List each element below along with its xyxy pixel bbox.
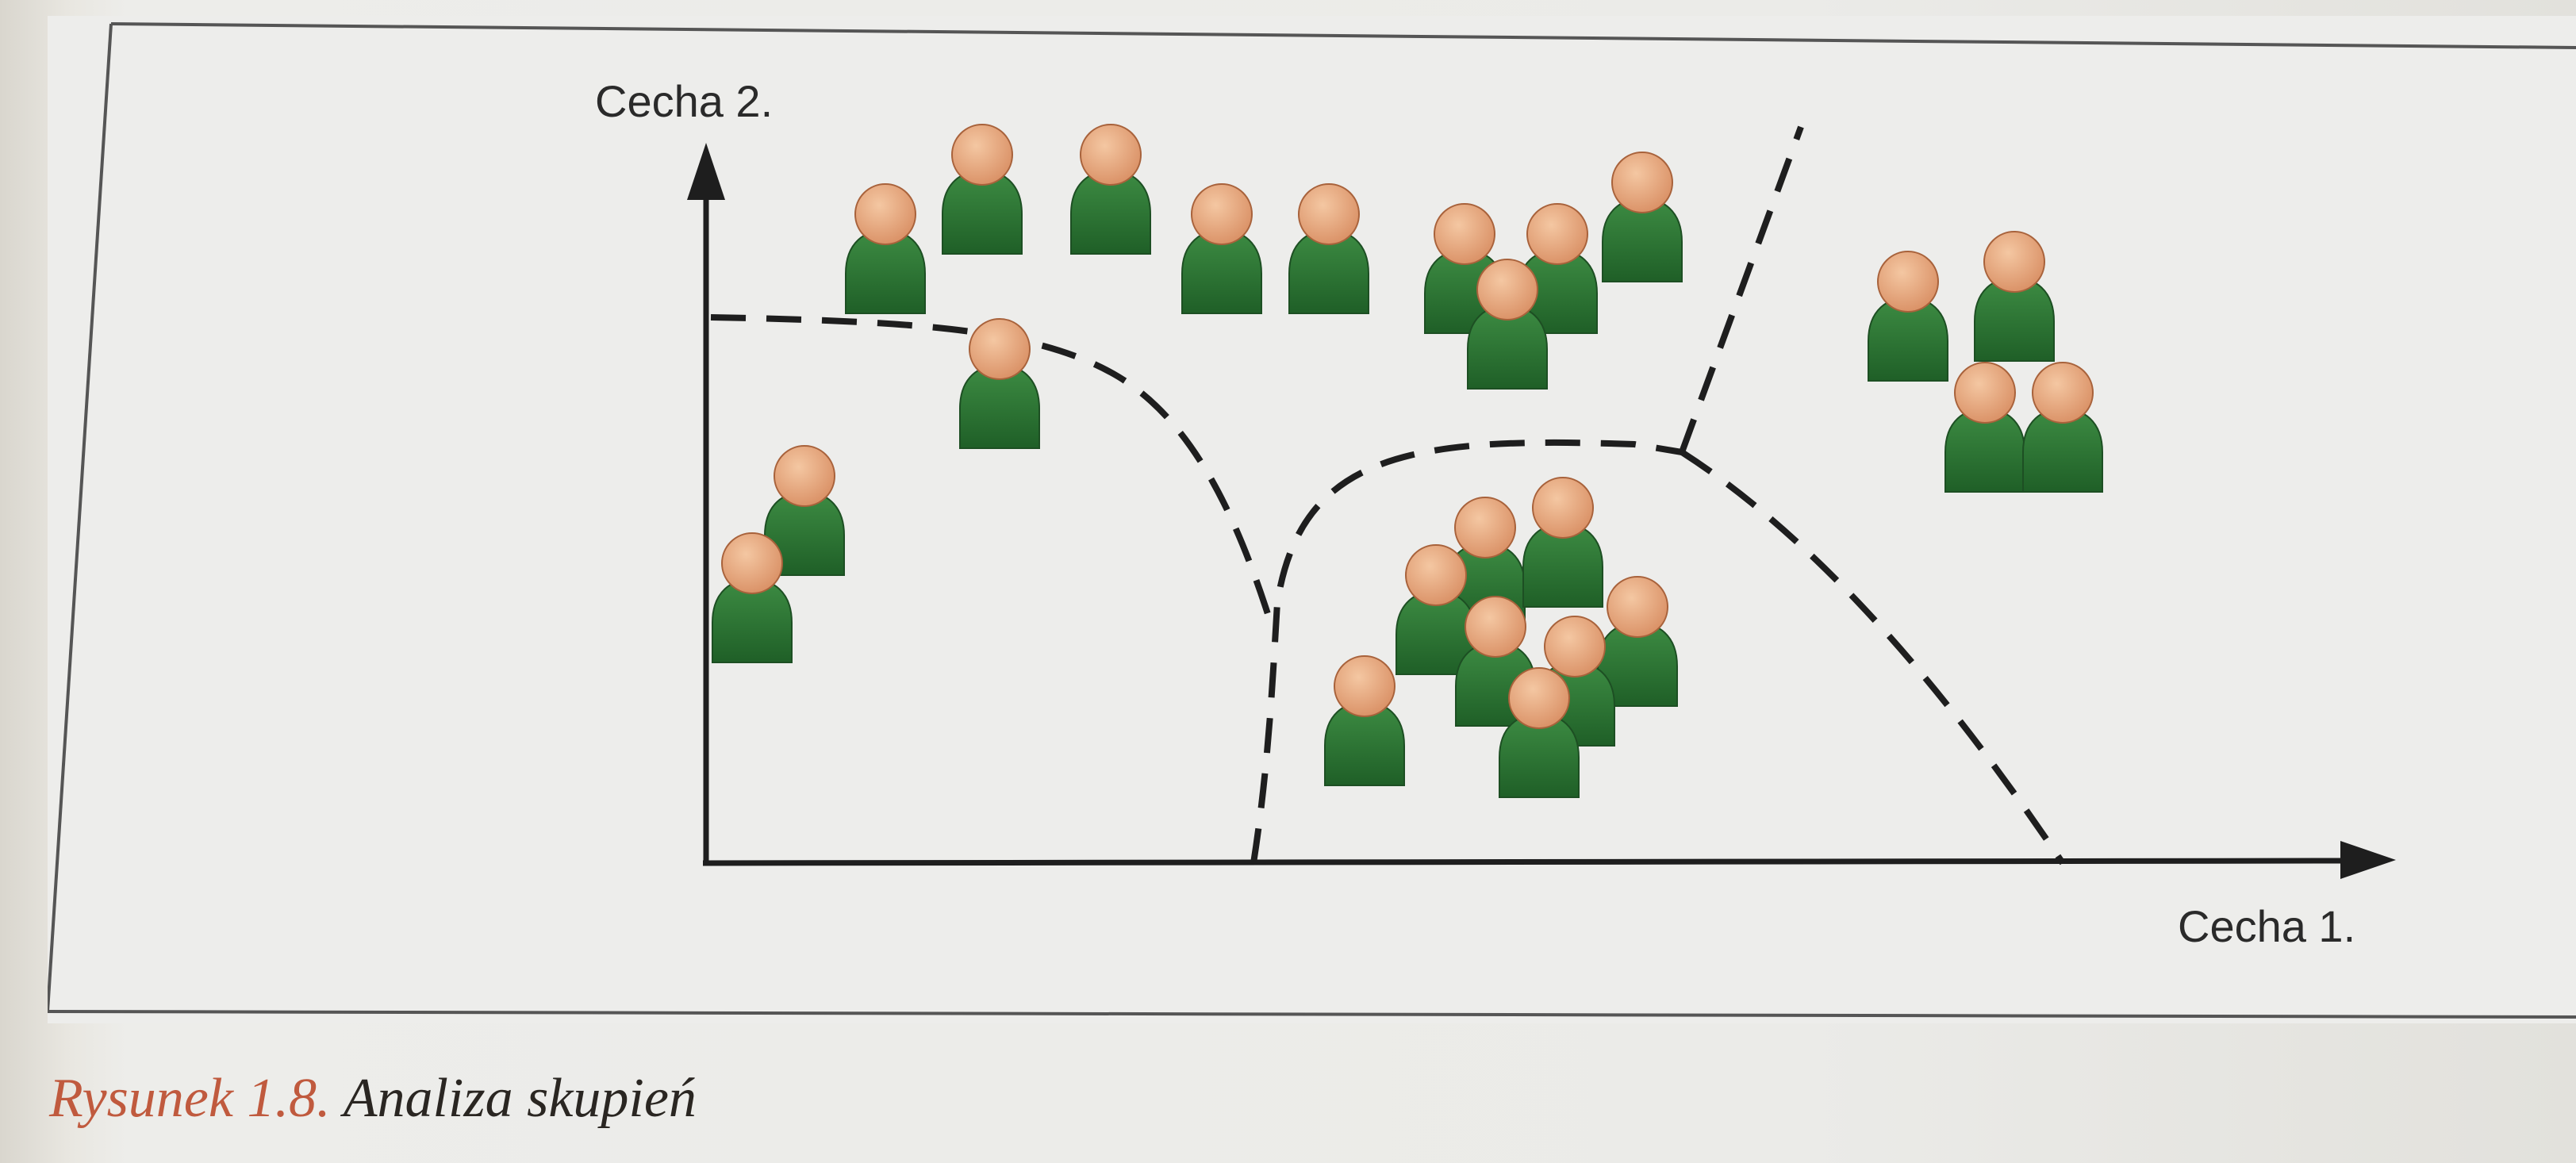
person-head	[1954, 362, 2016, 424]
top-cluster	[942, 124, 1683, 390]
person-head	[721, 532, 783, 594]
person-icon	[1602, 152, 1683, 282]
person-head	[1476, 259, 1538, 320]
person-head	[774, 445, 835, 507]
frame-top-border	[110, 22, 2576, 49]
person-head	[1877, 251, 1939, 313]
person-icon	[942, 124, 1023, 255]
person-head	[1191, 183, 1253, 245]
caption-text: Analiza skupień	[343, 1068, 697, 1129]
person-head	[969, 318, 1031, 380]
person-head	[1434, 203, 1495, 265]
person-head	[1298, 183, 1360, 245]
person-icon	[1288, 183, 1369, 314]
person-icon	[1467, 259, 1548, 390]
person-icon	[1181, 183, 1262, 314]
person-head	[1454, 497, 1516, 558]
person-head	[1607, 576, 1668, 638]
cluster-diagram	[48, 16, 2576, 1023]
boundary-bottom-right	[1680, 449, 2066, 866]
person-head	[1983, 231, 2045, 293]
person-icon	[1944, 362, 2025, 493]
cluster-analysis-figure: Cecha 2. Cecha 1.	[48, 16, 2576, 1023]
person-head	[1526, 203, 1588, 265]
person-icon	[959, 318, 1040, 449]
person-head	[1465, 596, 1526, 658]
person-icon	[764, 445, 845, 576]
left-cluster	[712, 183, 1040, 663]
person-head	[1611, 152, 1673, 213]
person-icon	[1324, 655, 1405, 786]
bottom-cluster	[1324, 477, 1678, 798]
boundary-middle	[1250, 439, 1683, 864]
figure-caption: Rysunek 1.8. Analiza skupień	[49, 1067, 697, 1130]
x-axis-arrow-icon	[2340, 841, 2396, 879]
right-cluster	[1868, 231, 2103, 493]
person-icon	[1597, 576, 1678, 707]
figure-panel	[48, 16, 2576, 1023]
boundary-top-right	[1679, 125, 1804, 454]
people-layer	[712, 124, 2103, 798]
x-axis-label: Cecha 1.	[2178, 901, 2356, 951]
person-head	[1334, 655, 1395, 717]
person-head	[1508, 667, 1570, 729]
person-icon	[845, 183, 926, 314]
axes	[687, 143, 2396, 879]
y-axis-arrow-icon	[687, 143, 725, 200]
person-head	[854, 183, 916, 245]
boundary-left-top	[710, 314, 1273, 620]
person-head	[1544, 616, 1606, 677]
person-head	[1080, 124, 1142, 186]
person-head	[1532, 477, 1594, 539]
person-icon	[1395, 544, 1476, 675]
frame-left-border	[48, 23, 113, 1012]
person-head	[951, 124, 1013, 186]
caption-number: Rysunek 1.8.	[49, 1068, 331, 1129]
person-icon	[1974, 231, 2055, 362]
person-icon	[1499, 667, 1580, 798]
person-icon	[1517, 203, 1598, 334]
person-icon	[1522, 477, 1603, 608]
y-axis-label: Cecha 2.	[595, 76, 774, 126]
x-axis-line	[702, 858, 2349, 866]
person-head	[2032, 362, 2094, 424]
person-icon	[1070, 124, 1151, 255]
person-icon	[712, 532, 793, 663]
person-icon	[1868, 251, 1948, 382]
person-head	[1405, 544, 1467, 606]
cluster-boundaries	[710, 125, 2066, 866]
frame-bottom-border	[48, 1010, 2576, 1019]
person-icon	[2022, 362, 2103, 493]
